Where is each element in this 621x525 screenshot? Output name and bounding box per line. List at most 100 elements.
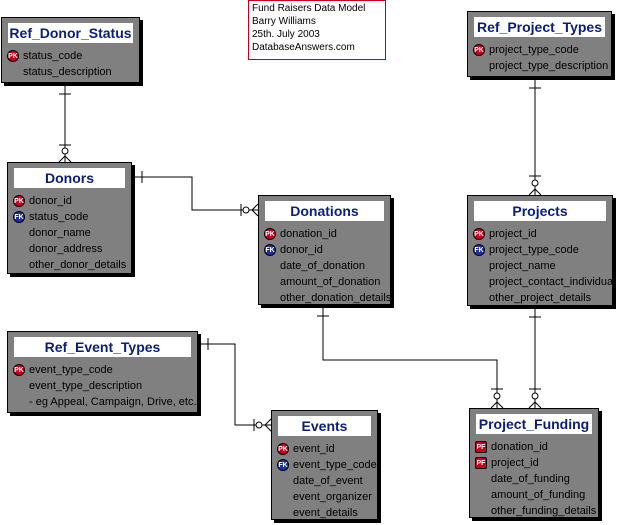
attribute-name: status_description [23,66,112,78]
attribute-row: other_project_details [472,290,610,306]
primary-key-icon: PK [7,50,19,62]
rel-donor-status-donors [58,83,72,163]
attribute-name: donation_id [280,228,337,240]
rel-donations-funding [317,305,504,409]
rel-donors-donations [132,171,259,217]
entity-donors[interactable]: Donors PK donor_id FK status_code donor_na… [7,162,132,274]
primary-key-icon: PK [473,44,485,56]
attribute-row: event_details [276,505,375,521]
attribute-name: event_details [293,507,358,519]
entity-title: Ref_Donor_Status [8,23,133,43]
attribute-row: other_donation_details [263,290,392,306]
attribute-row: project_contact_individual [472,274,616,290]
attribute-name: amount_of_funding [491,489,586,501]
attribute-row: status_description [6,64,137,80]
primary-foreign-key-icon: PF [475,457,487,469]
attribute-row: amount_of_donation [263,274,388,290]
attribute-row: - eg Appeal, Campaign, Drive, etc. [12,394,197,410]
entity-ref-project-types[interactable]: Ref_Project_Types PK project_type_code pr… [467,11,612,77]
attribute-row: PK project_id [472,226,610,242]
attribute-row: event_organizer [276,489,375,505]
attribute-name: event_type_code [29,364,113,376]
attribute-row: project_type_description [472,58,609,74]
entity-title: Projects [474,201,606,221]
attribute-row: event_type_description [12,378,195,394]
entity-projects[interactable]: Projects PK project_id FK project_type_cod… [467,195,616,306]
rel-projects-funding [528,306,542,409]
note-line: 25th. July 2003 [252,29,320,40]
attribute-row: date_of_funding [474,471,596,487]
entity-title: Ref_Project_Types [474,17,605,37]
attribute-name: donation_id [491,441,548,453]
attribute-row: PK donor_id [12,193,129,209]
attribute-name: date_of_event [293,475,363,487]
attribute-name: date_of_donation [280,260,366,272]
attribute-name: amount_of_donation [280,276,381,288]
entity-title: Donors [14,168,125,188]
attribute-name: project_type_code [489,44,579,56]
entity-project-funding[interactable]: Project_Funding PF donation_id PF project_… [469,408,599,518]
attribute-row: PK event_type_code [12,362,195,378]
attribute-name: other_project_details [489,292,592,304]
attribute-name: donor_name [29,227,91,239]
entity-ref-event-types[interactable]: Ref_Event_Types PK event_type_code event_… [7,331,198,413]
attribute-name: other_donor_details [29,259,127,271]
attribute-name: other_donation_details [280,292,392,304]
primary-key-icon: PK [13,195,25,207]
attribute-row: date_of_donation [263,258,388,274]
attribute-name: event_organizer [293,491,372,503]
attribute-row: PK donation_id [263,226,388,242]
attribute-row: PF donation_id [474,439,596,455]
entity-ref-donor-status[interactable]: Ref_Donor_Status PK status_code status_de… [1,17,140,83]
attribute-name: event_type_description [29,380,143,392]
rel-event-types-events [198,338,272,432]
attribute-name: other_funding_details [491,505,597,517]
attribute-row: PK status_code [6,48,137,64]
attribute-row: PK project_type_code [472,42,609,58]
attribute-name: project_name [489,260,556,272]
note-line: DatabaseAnswers.com [252,42,355,53]
attribute-row: date_of_event [276,473,375,489]
attribute-name: project_id [491,457,539,469]
attribute-row: project_name [472,258,610,274]
attribute-row: FK donor_id [263,242,388,258]
foreign-key-icon: FK [473,244,485,256]
attribute-row: amount_of_funding [474,487,596,503]
note-line: Fund Raisers Data Model [252,3,366,14]
diagram-note: Fund Raisers Data Model Barry Williams 2… [248,0,386,60]
rel-project-types-projects [528,77,542,196]
attribute-name: donor_id [29,195,72,207]
attribute-row: other_donor_details [12,257,129,273]
attribute-name: event_type_code [293,459,377,471]
entity-title: Project_Funding [476,414,592,434]
foreign-key-icon: FK [13,211,25,223]
foreign-key-icon: FK [264,244,276,256]
attribute-name: donor_address [29,243,103,255]
attribute-name: project_id [489,228,537,240]
primary-foreign-key-icon: PF [475,441,487,453]
primary-key-icon: PK [473,228,485,240]
entity-title: Donations [265,201,384,221]
primary-key-icon: PK [13,364,25,376]
attribute-name: project_type_code [489,244,579,256]
attribute-row: donor_name [12,225,129,241]
attribute-row: FK event_type_code [276,457,377,473]
foreign-key-icon: FK [277,459,289,471]
attribute-name: event_id [293,443,335,455]
attribute-row: PF project_id [474,455,596,471]
primary-key-icon: PK [264,228,276,240]
attribute-row: other_funding_details [474,503,596,519]
attribute-name: - eg Appeal, Campaign, Drive, etc. [29,396,197,408]
entity-donations[interactable]: Donations PK donation_id FK donor_id date_… [258,195,391,305]
attribute-name: status_code [29,211,89,223]
attribute-name: status_code [23,50,83,62]
note-line: Barry Williams [252,16,316,27]
entity-title: Ref_Event_Types [14,337,191,357]
attribute-name: donor_id [280,244,323,256]
attribute-row: FK project_type_code [472,242,610,258]
attribute-name: project_contact_individual [489,276,616,288]
entity-title: Events [278,416,371,436]
attribute-row: FK status_code [12,209,129,225]
